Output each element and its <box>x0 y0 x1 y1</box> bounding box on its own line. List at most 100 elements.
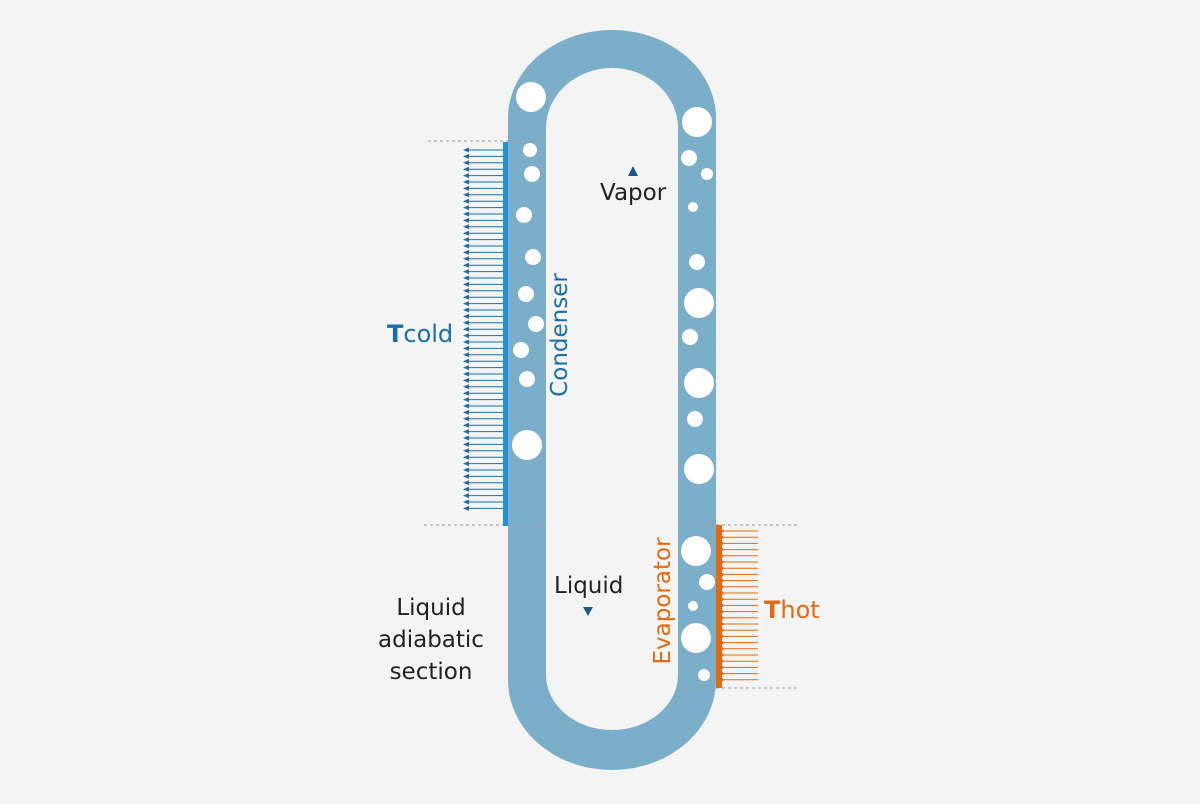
bubble <box>682 329 698 345</box>
vapor-bubbles <box>512 82 715 681</box>
bubble <box>699 574 715 590</box>
cold-arrowhead-icon <box>463 480 469 486</box>
liquid-down-arrow-icon <box>583 607 593 616</box>
cold-arrowhead-icon <box>463 153 469 159</box>
bubble <box>688 601 698 611</box>
cold-arrowhead-icon <box>463 243 469 249</box>
loop-tube <box>508 30 716 770</box>
cold-arrowhead-icon <box>463 486 469 492</box>
bubble <box>684 454 714 484</box>
cold-arrowhead-icon <box>463 205 469 211</box>
cold-arrowhead-icon <box>463 505 469 511</box>
t-hot-symbol: T <box>764 596 781 624</box>
cold-arrowhead-icon <box>463 281 469 287</box>
cold-arrowhead-icon <box>463 237 469 243</box>
vapor-up-arrow-icon <box>628 166 638 176</box>
cold-arrowhead-icon <box>463 326 469 332</box>
cold-arrowhead-icon <box>463 269 469 275</box>
adiabatic-section-label: Liquid adiabatic section <box>376 592 486 688</box>
reference-lines <box>424 140 797 689</box>
evaporator-label: Evaporator <box>650 537 676 665</box>
cold-arrowhead-icon <box>463 173 469 179</box>
bubble <box>689 254 705 270</box>
bubble <box>698 669 710 681</box>
cold-arrowhead-icon <box>463 307 469 313</box>
t-hot-label: Thot <box>764 596 820 624</box>
cold-arrowhead-icon <box>463 345 469 351</box>
cold-arrowhead-icon <box>463 275 469 281</box>
bubble <box>516 82 546 112</box>
adiabatic-line-2: adiabatic <box>378 627 484 653</box>
t-cold-symbol: T <box>387 320 404 348</box>
t-cold-label: Tcold <box>387 320 453 348</box>
cold-arrowhead-icon <box>463 358 469 364</box>
cold-arrowhead-icon <box>463 429 469 435</box>
cold-arrowhead-icon <box>463 461 469 467</box>
adiabatic-line-3: section <box>389 659 473 685</box>
cold-arrowhead-icon <box>463 493 469 499</box>
bubble <box>525 249 541 265</box>
bubble <box>687 411 703 427</box>
cold-arrowhead-icon <box>463 409 469 415</box>
cold-arrowhead-icon <box>463 352 469 358</box>
cold-arrowhead-icon <box>463 339 469 345</box>
cold-arrowhead-icon <box>463 499 469 505</box>
bubble <box>681 150 697 166</box>
bubble <box>684 368 714 398</box>
cold-arrowhead-icon <box>463 435 469 441</box>
cold-arrowhead-icon <box>463 473 469 479</box>
cold-arrowhead-icon <box>463 198 469 204</box>
cold-arrowhead-icon <box>463 320 469 326</box>
cold-heat-arrows <box>463 147 503 511</box>
cold-arrowhead-icon <box>463 365 469 371</box>
cold-arrowhead-icon <box>463 390 469 396</box>
cold-arrowhead-icon <box>463 192 469 198</box>
bubble <box>682 107 712 137</box>
t-hot-sub: hot <box>780 596 820 624</box>
cold-arrowhead-icon <box>463 454 469 460</box>
t-cold-sub: cold <box>403 320 454 348</box>
cold-arrowhead-icon <box>463 256 469 262</box>
cold-arrowhead-icon <box>463 217 469 223</box>
cold-arrowhead-icon <box>463 185 469 191</box>
cold-arrowhead-icon <box>463 166 469 172</box>
bubble <box>701 168 713 180</box>
hot-heat-lines <box>720 529 758 682</box>
cold-arrowhead-icon <box>463 377 469 383</box>
cold-arrowhead-icon <box>463 262 469 268</box>
cold-arrowhead-icon <box>463 249 469 255</box>
bubble <box>524 166 540 182</box>
cold-arrowhead-icon <box>463 384 469 390</box>
bubble <box>513 342 529 358</box>
adiabatic-line-1: Liquid <box>396 595 466 621</box>
bubble <box>523 143 537 157</box>
cold-arrowhead-icon <box>463 147 469 153</box>
cold-arrowhead-icon <box>463 397 469 403</box>
cold-arrowhead-icon <box>463 448 469 454</box>
bubble <box>516 207 532 223</box>
cold-arrowhead-icon <box>463 467 469 473</box>
cold-arrowhead-icon <box>463 294 469 300</box>
bubble <box>688 202 698 212</box>
cold-arrowhead-icon <box>463 371 469 377</box>
condenser-label: Condenser <box>547 273 573 397</box>
cold-arrowhead-icon <box>463 301 469 307</box>
vapor-label: Vapor <box>600 180 667 206</box>
bubble <box>528 316 544 332</box>
cold-arrowhead-icon <box>463 416 469 422</box>
cold-arrowhead-icon <box>463 313 469 319</box>
cold-arrowhead-icon <box>463 211 469 217</box>
cold-arrowhead-icon <box>463 160 469 166</box>
bubble <box>512 430 542 460</box>
cold-arrowhead-icon <box>463 224 469 230</box>
bubble <box>684 288 714 318</box>
bubble <box>681 623 711 653</box>
cold-arrowhead-icon <box>463 179 469 185</box>
liquid-label: Liquid <box>554 573 624 599</box>
cold-arrowhead-icon <box>463 333 469 339</box>
cold-arrowhead-icon <box>463 288 469 294</box>
cold-arrowhead-icon <box>463 403 469 409</box>
cold-arrowhead-icon <box>463 422 469 428</box>
